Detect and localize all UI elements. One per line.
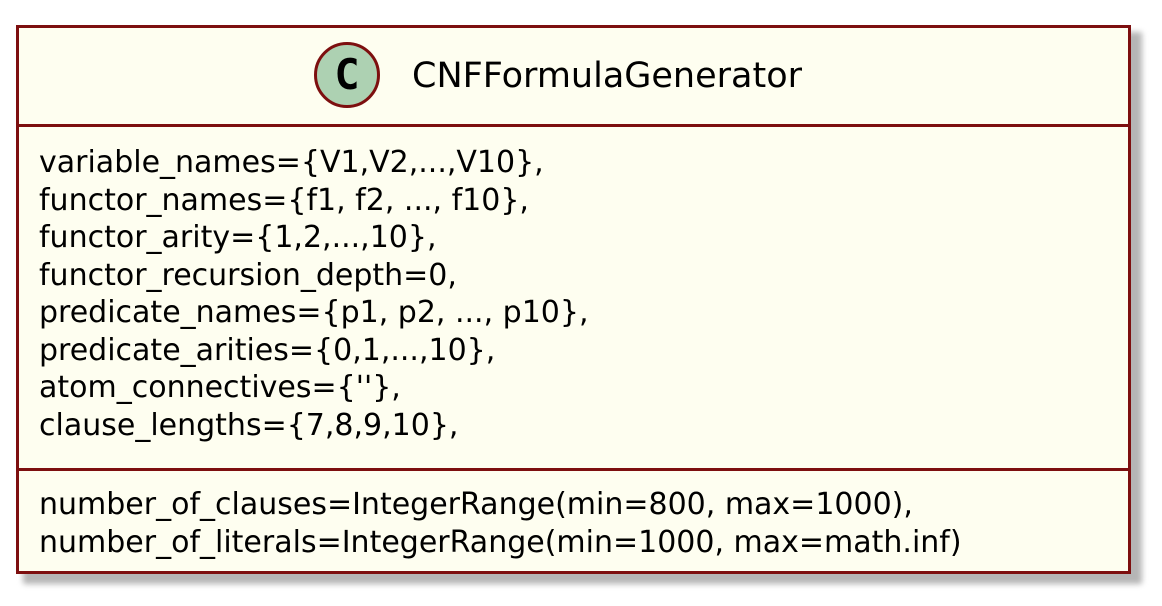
class-stereotype-icon: C [314, 42, 380, 108]
stereotype-letter: C [334, 50, 360, 99]
method-line: number_of_clauses=IntegerRange(min=800, … [39, 487, 913, 522]
method-line: number_of_literals=IntegerRange(min=1000… [39, 524, 962, 560]
attribute-line: functor_names={f1, f2, ..., f10}, [39, 182, 529, 218]
class-box: C CNFFormulaGenerator variable_names={V1… [16, 25, 1131, 574]
attribute-line: functor_recursion_depth=0, [39, 257, 457, 293]
attribute-line: functor_arity={1,2,...,10}, [39, 220, 437, 255]
attribute-line: variable_names={V1,V2,...,V10}, [39, 145, 544, 180]
class-header: C CNFFormulaGenerator [19, 28, 1128, 127]
attributes-compartment: variable_names={V1,V2,...,V10}, functor_… [19, 127, 1128, 471]
attribute-line: predicate_arities={0,1,...,10}, [39, 332, 496, 368]
attribute-line: atom_connectives={''}, [39, 370, 401, 405]
attribute-line: clause_lengths={7,8,9,10}, [39, 407, 459, 443]
class-name: CNFFormulaGenerator [412, 56, 803, 96]
attribute-line: predicate_names={p1, p2, ..., p10}, [39, 295, 589, 330]
methods-compartment: number_of_clauses=IntegerRange(min=800, … [19, 471, 1128, 561]
